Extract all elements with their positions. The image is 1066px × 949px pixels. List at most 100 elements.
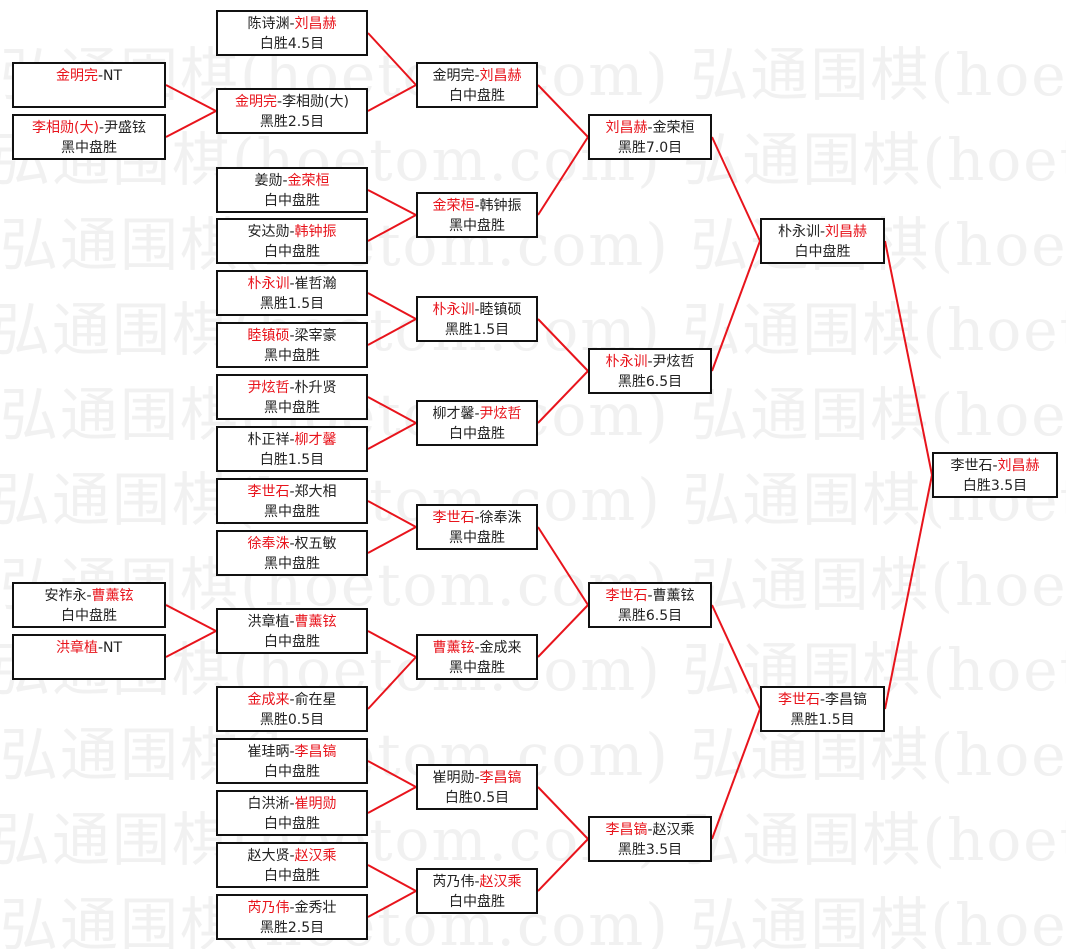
player-name: 李昌镐 <box>825 692 868 708</box>
match-box[interactable]: 李世石-郑大相黑中盘胜 <box>216 478 368 524</box>
match-box[interactable]: 崔珪昞-李昌镐白中盘胜 <box>216 738 368 784</box>
connector-line <box>367 32 417 86</box>
match-box[interactable]: 李世石-曹薰铉黑胜6.5目 <box>588 582 712 628</box>
separator: - <box>289 16 295 32</box>
winner-name: 洪章植 <box>55 640 98 656</box>
winner-name: 曹薰铉 <box>432 640 475 656</box>
match-box[interactable]: 白洪淅-崔明勋白中盘胜 <box>216 790 368 836</box>
connector-line <box>884 240 933 476</box>
connector-line <box>165 630 217 658</box>
separator: - <box>474 640 480 656</box>
match-players: 刘昌赫-金荣桓 <box>590 118 710 138</box>
match-box[interactable]: 安达勋-韩钟振白中盘胜 <box>216 218 368 264</box>
match-box[interactable]: 金明完-李相勋(大)黑胜2.5目 <box>216 88 368 134</box>
match-box[interactable]: 金明完-刘昌赫白中盘胜 <box>416 62 538 108</box>
player-name: 赵汉乘 <box>652 822 695 838</box>
connector-line <box>537 84 589 138</box>
player-name: 金秀壮 <box>294 900 337 916</box>
match-box[interactable]: 陈诗渊-刘昌赫白胜4.5目 <box>216 10 368 56</box>
match-result: 白胜0.5目 <box>444 790 510 806</box>
match-players: 金荣桓-韩钟振 <box>418 196 536 216</box>
match-players: 金明完-NT <box>14 66 164 86</box>
player-name: 芮乃伟 <box>432 874 475 890</box>
match-box[interactable]: 芮乃伟-金秀壮黑胜2.5目 <box>216 894 368 940</box>
match-box[interactable]: 李相勋(大)-尹盛铉黑中盘胜 <box>12 114 166 160</box>
watermark-text: 弘通围棋(hoetom.com) 弘通围棋(hoetom.com) <box>0 551 1066 619</box>
connector-line <box>537 526 589 606</box>
winner-name: 刘昌赫 <box>479 68 522 84</box>
separator: - <box>992 458 998 474</box>
match-box[interactable]: 金成来-俞在星黑胜0.5目 <box>216 686 368 732</box>
match-box[interactable]: 李世石-刘昌赫白胜3.5目 <box>932 452 1058 498</box>
match-result: 黑中盘胜 <box>264 556 320 572</box>
match-box[interactable]: 芮乃伟-赵汉乘白中盘胜 <box>416 868 538 914</box>
match-result: 黑中盘胜 <box>61 140 117 156</box>
match-box[interactable]: 尹炫哲-朴升贤黑中盘胜 <box>216 374 368 420</box>
match-box[interactable]: 洪章植-曹薰铉白中盘胜 <box>216 608 368 654</box>
match-box[interactable]: 金明完-NT <box>12 62 166 108</box>
connector-line <box>884 474 933 710</box>
winner-name: 李昌镐 <box>605 822 648 838</box>
connector-line <box>367 189 417 216</box>
match-box[interactable]: 徐奉洙-权五敏黑中盘胜 <box>216 530 368 576</box>
match-box[interactable]: 朴永训-睦镇硕黑胜1.5目 <box>416 296 538 342</box>
match-box[interactable]: 朴正祥-柳才馨白胜1.5目 <box>216 426 368 472</box>
connector-line <box>537 136 589 216</box>
match-box[interactable]: 洪章植-NT <box>12 634 166 680</box>
match-box[interactable]: 金荣桓-韩钟振黑中盘胜 <box>416 192 538 238</box>
match-result: 白中盘胜 <box>449 88 505 104</box>
match-box[interactable]: 李世石-徐奉洙黑中盘胜 <box>416 504 538 550</box>
match-result: 黑中盘胜 <box>449 660 505 676</box>
separator: - <box>289 432 295 448</box>
player-name: 尹盛铉 <box>104 120 146 136</box>
match-box[interactable]: 安祚永-曹薰铉白中盘胜 <box>12 582 166 628</box>
match-result: 黑中盘胜 <box>449 218 505 234</box>
match-box[interactable]: 睦镇硕-梁宰豪黑中盘胜 <box>216 322 368 368</box>
match-result: 白中盘胜 <box>264 634 320 650</box>
separator: - <box>647 822 653 838</box>
match-box[interactable]: 朴永训-尹炫哲黑胜6.5目 <box>588 348 712 394</box>
winner-name: 李昌镐 <box>479 770 522 786</box>
match-box[interactable]: 柳才馨-尹炫哲白中盘胜 <box>416 400 538 446</box>
player-name: 李世石 <box>950 458 993 474</box>
match-players: 芮乃伟-赵汉乘 <box>418 872 536 892</box>
match-players: 芮乃伟-金秀壮 <box>218 898 366 918</box>
connector-line <box>367 786 417 814</box>
winner-name: 尹炫哲 <box>479 406 522 422</box>
separator: - <box>289 276 295 292</box>
match-players: 柳才馨-尹炫哲 <box>418 404 536 424</box>
winner-name: 赵汉乘 <box>294 848 337 864</box>
match-players: 朴正祥-柳才馨 <box>218 430 366 450</box>
player-name: 朴升贤 <box>294 380 337 396</box>
match-players: 洪章植-NT <box>14 638 164 658</box>
match-box[interactable]: 朴永训-刘昌赫白中盘胜 <box>760 218 885 264</box>
winner-name: 李昌镐 <box>294 744 337 760</box>
connector-line <box>367 214 417 242</box>
match-box[interactable]: 李昌镐-赵汉乘黑胜3.5目 <box>588 816 712 862</box>
player-name: 李相勋(大) <box>282 94 349 110</box>
winner-name: 刘昌赫 <box>294 16 337 32</box>
match-result: 黑胜6.5目 <box>617 374 683 390</box>
player-name: NT <box>103 640 123 656</box>
separator: - <box>289 536 295 552</box>
connector-line <box>367 864 417 892</box>
match-players: 李世石-曹薰铉 <box>590 586 710 606</box>
match-box[interactable]: 曹薰铉-金成来黑中盘胜 <box>416 634 538 680</box>
match-box[interactable]: 李世石-李昌镐黑胜1.5目 <box>760 686 885 732</box>
match-box[interactable]: 朴永训-崔哲瀚黑胜1.5目 <box>216 270 368 316</box>
separator: - <box>289 692 295 708</box>
winner-name: 柳才馨 <box>294 432 337 448</box>
match-players: 睦镇硕-梁宰豪 <box>218 326 366 346</box>
connector-line <box>367 292 417 320</box>
match-box[interactable]: 崔明勋-李昌镐白胜0.5目 <box>416 764 538 810</box>
match-box[interactable]: 刘昌赫-金荣桓黑胜7.0目 <box>588 114 712 160</box>
player-name: 安祚永 <box>44 588 87 604</box>
match-box[interactable]: 赵大贤-赵汉乘白中盘胜 <box>216 842 368 888</box>
match-result: 白胜3.5目 <box>962 478 1028 494</box>
match-box[interactable]: 姜勋-金荣桓白中盘胜 <box>216 167 368 213</box>
winner-name: 朴永训 <box>605 354 648 370</box>
match-players: 徐奉洙-权五敏 <box>218 534 366 554</box>
player-name: 韩钟振 <box>479 198 522 214</box>
connector-line <box>367 84 417 112</box>
